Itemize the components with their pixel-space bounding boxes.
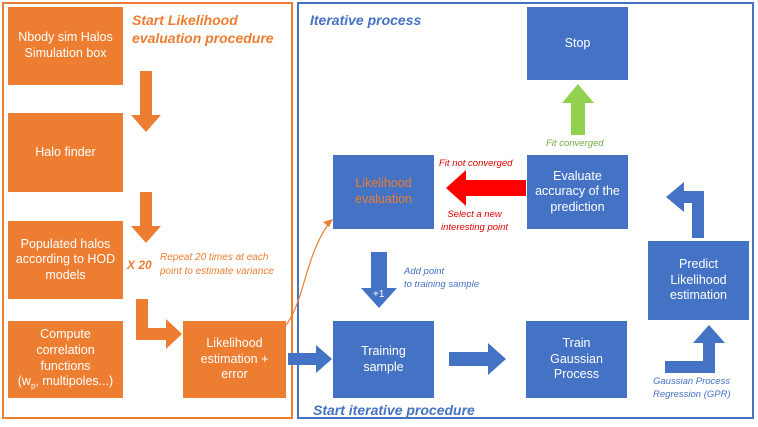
box-text: evaluation <box>355 192 412 206</box>
start-iterative-title: Start iterative procedure <box>313 402 475 418</box>
note-line: to training sample <box>404 278 479 290</box>
box-text: Stop <box>564 35 591 50</box>
right-arrow <box>449 343 506 375</box>
elbow-arrow <box>136 299 182 349</box>
fit-converged-label: Fit converged <box>546 138 604 149</box>
note-line: Select a new <box>447 209 502 220</box>
box-text: (wp, multipoles...) <box>18 374 113 392</box>
box-text: Training <box>361 343 406 358</box>
iterative-process-title: Iterative process <box>310 12 422 28</box>
box-text: Likelihood <box>355 176 412 191</box>
box-text: Populated halos <box>20 236 111 251</box>
box-text: Gaussian <box>550 351 603 366</box>
right-arrow <box>288 345 332 373</box>
box-text: Train <box>562 336 591 351</box>
note-line: Repeat 20 times at each <box>160 252 269 263</box>
box-text: accuracy of the <box>535 184 620 199</box>
likelihood-procedure-frame <box>2 2 293 419</box>
box-text: models <box>45 267 86 282</box>
select-new-point-label: Select a new interesting point <box>441 209 508 235</box>
note-line: interesting point <box>441 221 509 233</box>
box-text: Nbody sim Halos <box>18 30 113 45</box>
box-text: , multipoles...) <box>35 374 114 389</box>
box-text: (w <box>17 374 31 389</box>
fit-not-converged-label: Fit not converged <box>439 158 513 169</box>
box-text: correlation <box>36 342 95 357</box>
title-line: evaluation procedure <box>132 29 274 46</box>
box-text: Evaluate <box>553 168 602 183</box>
green-up-arrow <box>562 84 594 135</box>
plus-one-label: +1 <box>373 289 385 300</box>
box-text: Halo finder <box>35 144 96 159</box>
stop-box: Stop <box>527 7 628 80</box>
repeat-count-label: X 20 <box>127 258 152 272</box>
red-left-arrow <box>446 170 526 206</box>
note-line: Gaussian Process <box>653 376 731 387</box>
subscript: p <box>30 381 36 391</box>
title-line: Start Likelihood <box>132 12 238 28</box>
box-text: error <box>221 367 248 382</box>
halo-finder-box: Halo finder <box>8 113 123 192</box>
box-text: prediction <box>550 199 605 214</box>
note-line: point to estimate variance <box>160 265 274 277</box>
box-text: according to HOD <box>15 252 116 267</box>
box-text: estimation + <box>200 351 269 366</box>
down-arrow <box>361 252 397 308</box>
curved-connector-arrowhead <box>323 219 333 227</box>
curved-connector-arrow <box>285 221 331 326</box>
box-text: Likelihood <box>670 272 727 287</box>
iterative-process-frame <box>297 2 754 419</box>
gpr-note: Gaussian Process Regression (GPR) <box>653 376 731 402</box>
note-line: Add point <box>404 266 445 277</box>
box-text: Predict <box>679 257 718 272</box>
down-arrow <box>131 71 161 132</box>
elbow-arrow <box>666 182 704 238</box>
box-text: Likelihood <box>206 336 263 351</box>
box-text: Compute <box>40 327 91 342</box>
note-line: Regression (GPR) <box>653 388 731 400</box>
correlation-functions-box: Compute correlation functions (wp, multi… <box>8 321 123 398</box>
box-text: functions <box>40 358 91 373</box>
box-text: estimation <box>670 288 727 303</box>
elbow-arrow <box>665 325 725 373</box>
box-text: sample <box>363 359 404 374</box>
box-text: Process <box>553 367 600 382</box>
add-point-note: Add point to training sample <box>404 266 479 292</box>
box-text: Simulation box <box>24 46 107 60</box>
repeat-note: Repeat 20 times at each point to estimat… <box>160 251 274 278</box>
likelihood-procedure-title: Start Likelihood evaluation procedure <box>132 12 274 47</box>
down-arrow <box>131 192 161 243</box>
